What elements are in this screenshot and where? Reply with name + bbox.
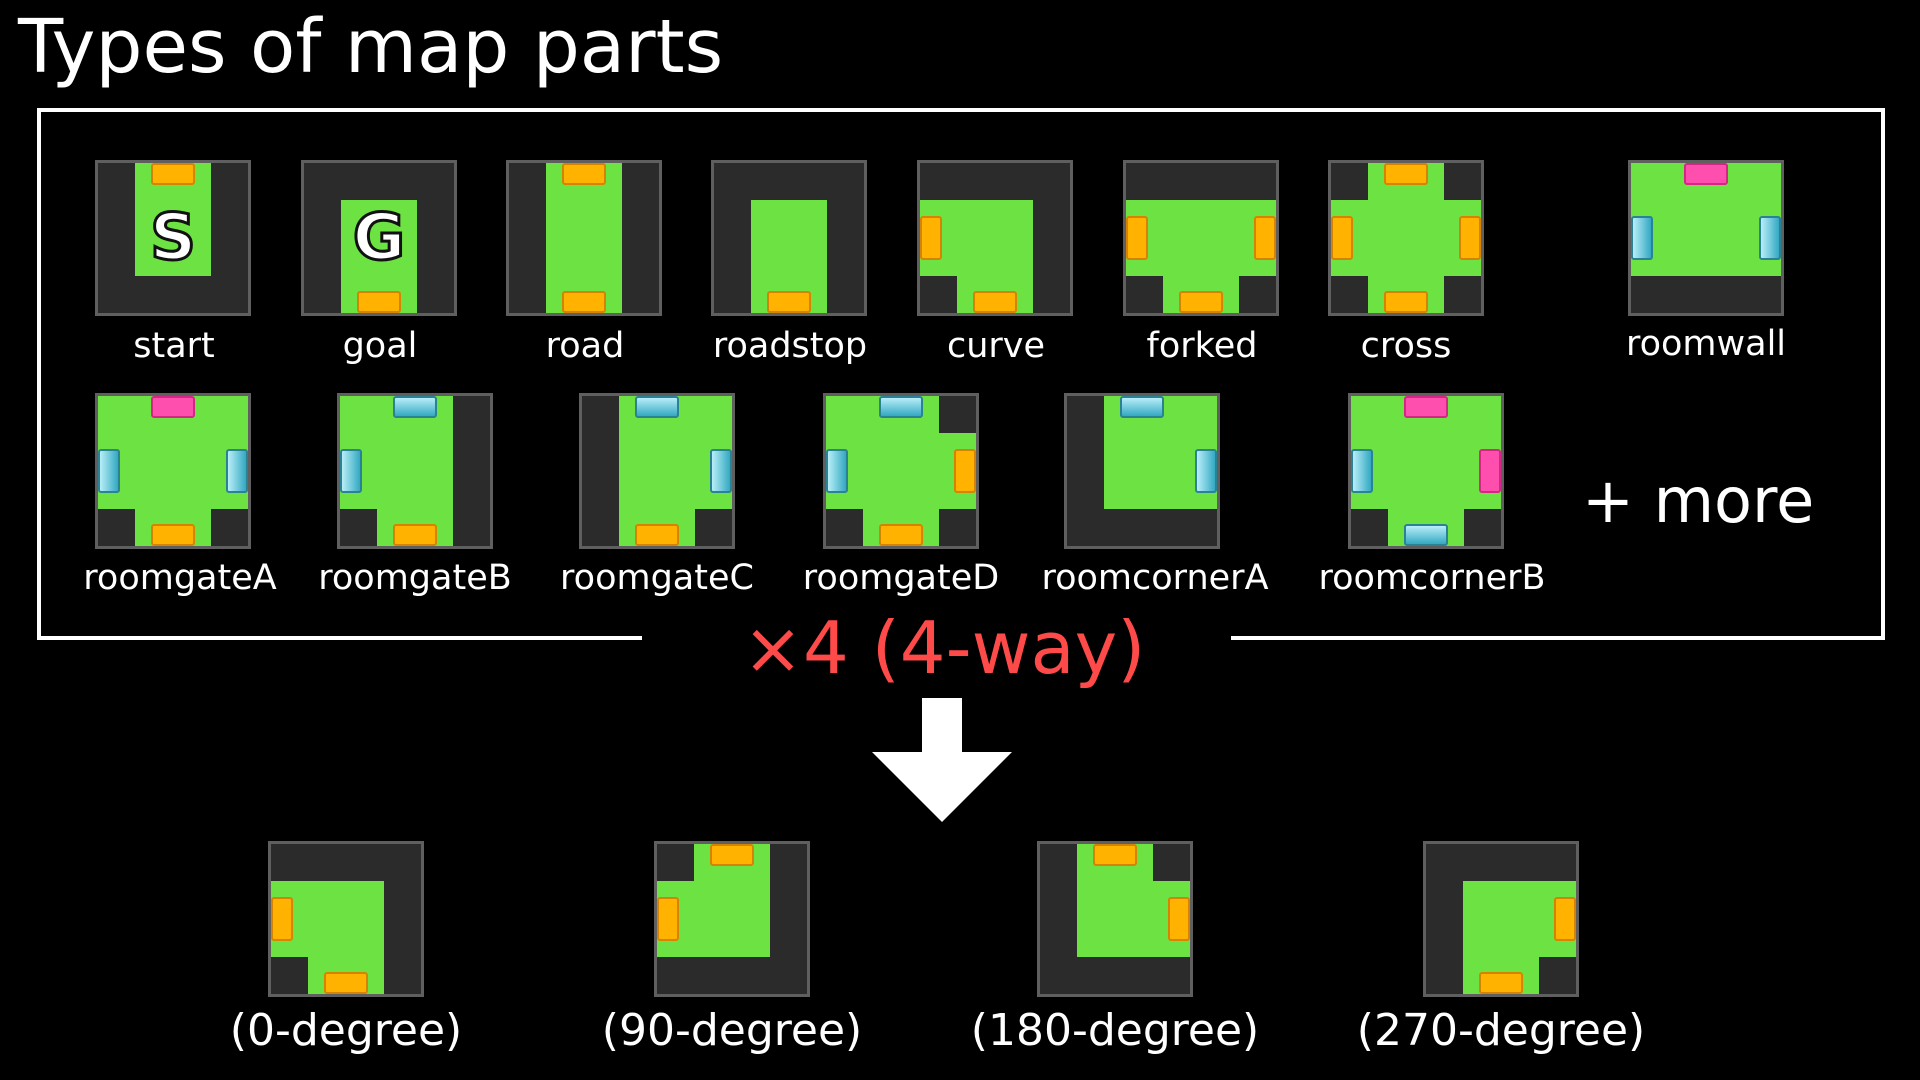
label-roadstop: roadstop — [712, 326, 868, 366]
tile-roomcorner-b — [1348, 393, 1504, 549]
parts-frame — [37, 108, 1885, 640]
frame-outline — [37, 108, 1885, 640]
tile-curve — [917, 160, 1073, 316]
page-title: Types of map parts — [18, 4, 724, 90]
tile-letter-g: G — [351, 200, 407, 277]
multiplier-label: ×4 (4-way) — [742, 606, 1146, 690]
label-roomwall: roomwall — [1625, 324, 1787, 364]
tile-start: S — [95, 160, 251, 316]
more-label: + more — [1582, 464, 1815, 537]
label-roomgate-c: roomgateC — [560, 558, 754, 598]
label-rotation-0: (0-degree) — [229, 1005, 463, 1056]
tile-rotation-270 — [1423, 841, 1579, 997]
tile-roomgate-a — [95, 393, 251, 549]
label-roomcorner-b: roomcornerB — [1318, 558, 1546, 598]
label-rotation-180: (180-degree) — [970, 1005, 1260, 1056]
tile-roomgate-d — [823, 393, 979, 549]
label-rotation-270: (270-degree) — [1356, 1005, 1646, 1056]
tile-roadstop — [711, 160, 867, 316]
tile-roomwall — [1628, 160, 1784, 316]
tile-letter-s: S — [148, 200, 197, 277]
tile-cross — [1328, 160, 1484, 316]
tile-forked — [1123, 160, 1279, 316]
label-curve: curve — [946, 326, 1046, 366]
label-road: road — [545, 326, 625, 366]
tile-rotation-90 — [654, 841, 810, 997]
label-roomgate-a: roomgateA — [83, 558, 277, 598]
tile-roomgate-c — [579, 393, 735, 549]
label-start: start — [133, 326, 215, 366]
label-cross: cross — [1360, 326, 1452, 366]
tile-goal: G — [301, 160, 457, 316]
label-roomcorner-a: roomcornerA — [1041, 558, 1269, 598]
tile-rotation-180 — [1037, 841, 1193, 997]
tile-rotation-0 — [268, 841, 424, 997]
tile-road — [506, 160, 662, 316]
label-rotation-90: (90-degree) — [601, 1005, 863, 1056]
tile-roomcorner-a — [1064, 393, 1220, 549]
label-goal: goal — [342, 326, 418, 366]
label-roomgate-b: roomgateB — [318, 558, 512, 598]
down-arrow-icon — [872, 698, 1012, 822]
label-forked: forked — [1146, 326, 1258, 366]
tile-roomgate-b — [337, 393, 493, 549]
label-roomgate-d: roomgateD — [802, 558, 1000, 598]
